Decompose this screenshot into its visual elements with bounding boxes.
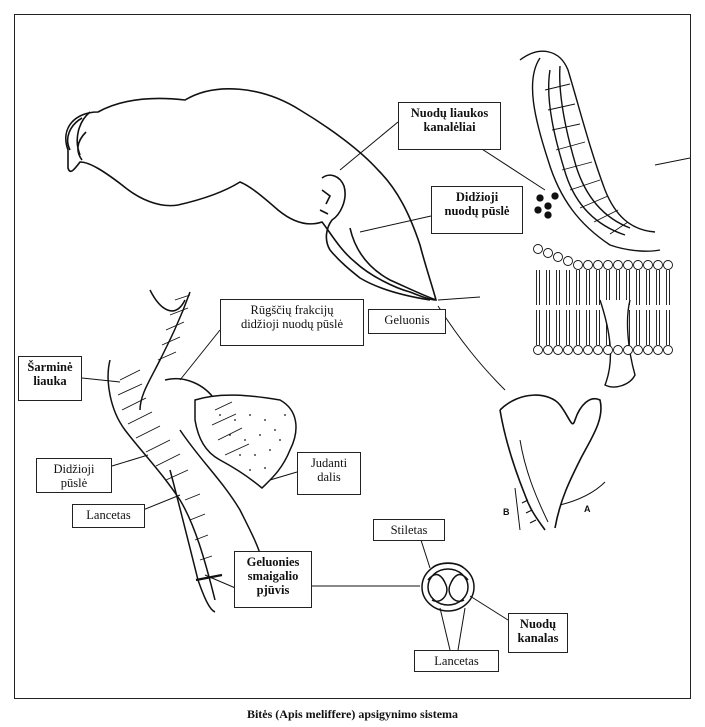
letter-a: A	[584, 504, 591, 514]
leader-geluonis	[438, 297, 480, 300]
leader-nuodu-kanalas	[470, 596, 508, 620]
figure-caption: Bitės (Apis meliffere) apsigynimo sistem…	[0, 707, 705, 722]
label-judanti-dalis: Judanti dalis	[297, 452, 361, 495]
label-nuodu-kanalas: Nuodų kanalas	[508, 613, 568, 653]
leader-stiletas	[420, 537, 430, 568]
sting-cross-section	[422, 563, 474, 611]
letter-b: B	[503, 507, 510, 517]
label-geluonis: Geluonis	[368, 309, 446, 334]
label-didzioji-pusle: Didžioji pūslė	[36, 458, 112, 493]
leader-rugsciu	[180, 330, 220, 380]
label-lancetas-bottom: Lancetas	[414, 650, 499, 672]
label-didzioji-nuodu-pusle: Didžioji nuodų pūslė	[431, 186, 523, 234]
label-geluonies-pjuvis: Geluonies smaigalio pjūvis	[234, 551, 312, 608]
leader-sarmine	[82, 378, 120, 382]
leader-nuodu-liaukos	[340, 122, 398, 170]
bee-legs	[68, 112, 90, 160]
leader-geluonis-zoom	[438, 306, 505, 390]
membrane-bilayer	[534, 193, 673, 387]
leader-didzioji-pusle	[112, 455, 148, 466]
internal-gland	[322, 175, 430, 300]
bee-abdomen-outline	[66, 89, 436, 300]
leader-lancetas-bottom	[440, 608, 465, 650]
label-stiletas: Stiletas	[373, 519, 445, 541]
label-sarmine-liauka: Šarminė liauka	[18, 356, 82, 401]
gland-tubule	[520, 51, 690, 251]
leader-didzioji	[360, 216, 431, 232]
label-lancetas-left: Lancetas	[72, 504, 145, 528]
label-nuodu-liaukos: Nuodų liaukos kanalėliai	[398, 102, 501, 150]
label-rugsciu-frakciju: Rūgščių frakcijų didžioji nuodų pūslė	[220, 299, 364, 346]
sting-tube	[350, 228, 436, 300]
